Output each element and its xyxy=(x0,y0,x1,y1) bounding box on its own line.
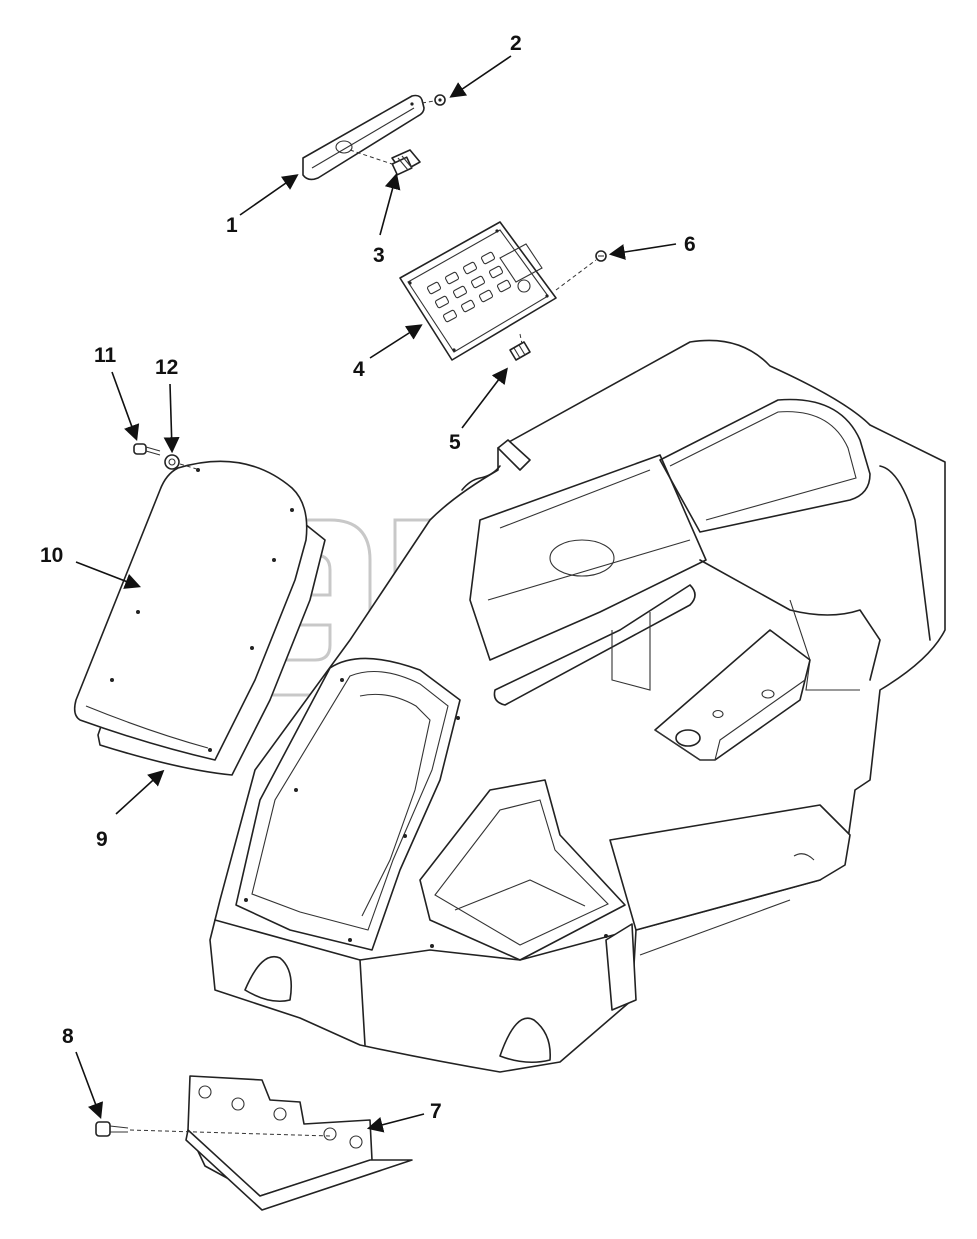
callout-8: 8 xyxy=(62,1025,74,1048)
bracket-hole xyxy=(335,140,353,154)
leader-1 xyxy=(239,174,299,216)
front-slot-right xyxy=(499,1017,551,1064)
console-outer-shell xyxy=(209,339,946,1073)
leader-2 xyxy=(449,55,512,98)
keypad-panel xyxy=(399,221,557,361)
leader-lines xyxy=(75,55,677,1133)
console-housing xyxy=(209,339,946,1073)
mount-bolt xyxy=(95,1121,331,1137)
panel-connector xyxy=(509,333,531,361)
cover-washer xyxy=(164,454,201,471)
leader-7 xyxy=(366,1113,425,1133)
mount-bracket-assembly xyxy=(95,1075,413,1211)
leader-5 xyxy=(461,367,508,429)
leader-6 xyxy=(608,243,677,260)
wire-harness xyxy=(461,465,501,491)
switch-bracket-assembly xyxy=(302,94,446,181)
leader-3 xyxy=(379,172,401,236)
leader-9 xyxy=(115,769,165,815)
left-side-opening xyxy=(235,657,461,951)
toggle-switch xyxy=(349,149,421,176)
mount-bracket-base xyxy=(185,1129,413,1211)
leader-8 xyxy=(75,1051,103,1119)
cover-screw xyxy=(133,443,161,456)
right-bracket-hole xyxy=(675,729,701,747)
watermark-letter-e xyxy=(203,518,372,697)
bracket-small-hole xyxy=(410,102,414,106)
console-shelf xyxy=(469,454,707,661)
leader-10 xyxy=(75,561,141,589)
leader-11 xyxy=(111,371,140,442)
keypad-panel-assembly xyxy=(399,221,607,361)
callout-3: 3 xyxy=(373,244,385,267)
callout-9: 9 xyxy=(96,828,108,851)
callout-4: 4 xyxy=(353,358,365,381)
keypad-knob xyxy=(517,279,531,293)
keypad-display xyxy=(499,243,543,283)
callout-6: 6 xyxy=(684,233,696,256)
callout-2: 2 xyxy=(510,32,522,55)
callout-5: 5 xyxy=(449,431,461,454)
cover-plate xyxy=(73,460,308,761)
cup-holder xyxy=(549,539,615,577)
callout-12: 12 xyxy=(155,356,178,379)
callout-labels: 1 2 3 4 5 6 7 8 9 10 11 12 xyxy=(40,32,696,1123)
nut-2 xyxy=(421,94,446,106)
callout-11: 11 xyxy=(94,344,117,367)
keypad-buttons xyxy=(426,251,512,323)
top-connector-tab xyxy=(497,439,531,471)
side-cover-assembly xyxy=(73,443,326,776)
leader-4 xyxy=(369,324,423,359)
storage-bin xyxy=(419,779,626,961)
lower-shelf xyxy=(609,804,851,931)
upper-bay-opening xyxy=(659,398,871,533)
front-slot-left xyxy=(244,955,293,1003)
panel-screw xyxy=(555,250,607,291)
side-tab xyxy=(605,923,637,1011)
callout-1: 1 xyxy=(226,214,238,237)
callout-7: 7 xyxy=(430,1100,442,1123)
callout-10: 10 xyxy=(40,544,63,567)
leader-12 xyxy=(163,383,180,454)
